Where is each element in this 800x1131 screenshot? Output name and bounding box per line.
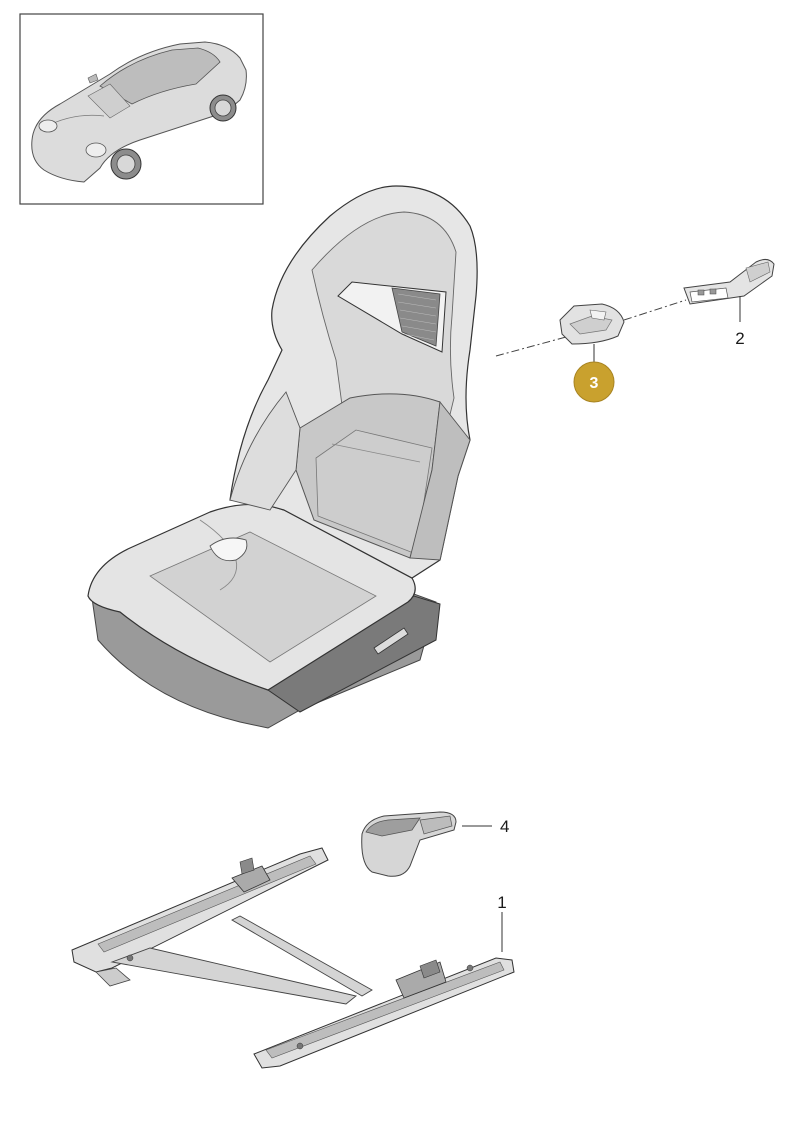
callout-3-label: 3 xyxy=(590,375,599,392)
vehicle-thumbnail xyxy=(19,13,264,205)
sports-seat-icon xyxy=(87,185,478,729)
assembly-leader-line xyxy=(495,299,687,357)
callout-2-label: 2 xyxy=(735,329,744,348)
belt-guide-bracket-icon[interactable] xyxy=(683,258,775,305)
callout-1-label: 1 xyxy=(497,893,506,912)
seat-rail-frame-icon[interactable] xyxy=(71,847,515,1069)
seat-trim-cover-icon[interactable] xyxy=(361,811,457,877)
callout-3-badge[interactable]: 3 xyxy=(573,361,615,403)
car-thumbnail-icon xyxy=(31,41,247,183)
callout-4-label: 4 xyxy=(500,817,509,836)
belt-guide-cover-icon[interactable] xyxy=(559,303,625,345)
